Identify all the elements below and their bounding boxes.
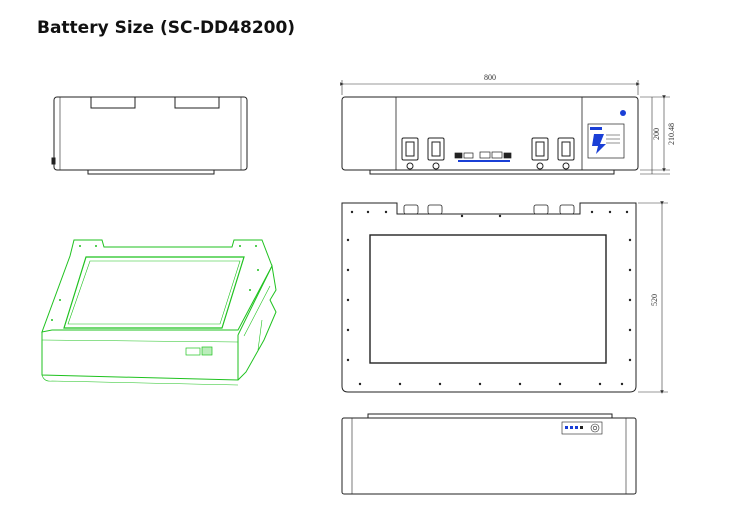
status-panel (561, 421, 603, 435)
dimension-lines-top (638, 201, 668, 394)
dimension-height-b: 210.48 (667, 123, 676, 145)
dimension-height-a: 200 (652, 128, 661, 140)
display-badge (587, 110, 626, 159)
isometric-view (41, 239, 277, 386)
front-view (341, 96, 639, 175)
comm-ports (454, 151, 512, 162)
dimension-lines-front (340, 80, 670, 175)
iso-connector (185, 346, 213, 356)
dimension-width: 800 (484, 73, 496, 82)
top-connectors (403, 204, 575, 215)
top-view (341, 202, 637, 393)
connector-group-right (531, 137, 575, 170)
rear-view (341, 413, 637, 495)
bolt-holes (346, 210, 632, 386)
page-title: Battery Size (SC-DD48200) (37, 18, 296, 38)
dimension-depth: 520 (650, 294, 659, 306)
connector-group-left (401, 137, 445, 170)
left-side-view (51, 96, 248, 175)
